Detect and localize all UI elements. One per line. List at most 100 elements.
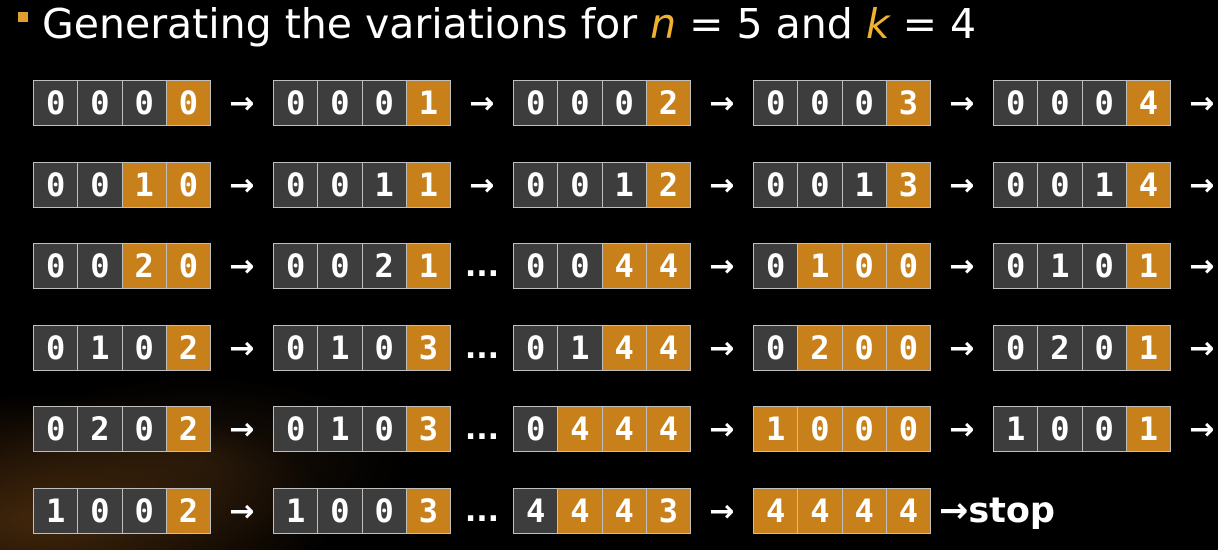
digit-cell: 0 <box>274 407 319 451</box>
digit-cell: 1 <box>842 163 887 207</box>
arrow-connector: → <box>1189 248 1215 284</box>
digit-cell: 1 <box>122 163 167 207</box>
arrow-connector: → <box>229 411 255 447</box>
digit-cell: 1 <box>318 407 363 451</box>
digit-cell: 0 <box>122 326 167 370</box>
digit-cell: 2 <box>1038 326 1083 370</box>
digit-cell: 1 <box>406 244 450 288</box>
digit-cell: 1 <box>798 244 843 288</box>
digit-cell: 0 <box>34 407 79 451</box>
digit-cell: 3 <box>406 489 450 533</box>
digit-cell: 0 <box>1082 326 1127 370</box>
digit-cell: 0 <box>754 81 799 125</box>
digit-cell: 0 <box>34 81 79 125</box>
digit-cell: 4 <box>886 489 930 533</box>
digit-cell: 4 <box>646 244 690 288</box>
digit-cell: 1 <box>1126 407 1170 451</box>
digit-cell: 0 <box>842 326 887 370</box>
digit-cell: 1 <box>274 489 319 533</box>
title-n-variable: n <box>650 0 677 48</box>
digit-cell: 0 <box>122 81 167 125</box>
digit-cell: 1 <box>1038 244 1083 288</box>
digit-cell: 0 <box>1082 407 1127 451</box>
arrow-connector: → <box>949 330 975 366</box>
arrow-connector: → <box>709 248 735 284</box>
digit-cell: 0 <box>842 407 887 451</box>
digit-cell: 4 <box>602 244 647 288</box>
digit-cell: 0 <box>514 407 559 451</box>
digit-cell: 0 <box>514 81 559 125</box>
digit-cell: 2 <box>646 163 690 207</box>
arrow-connector: → <box>949 248 975 284</box>
digit-cell: 0 <box>34 326 79 370</box>
arrow-connector: → <box>709 493 735 529</box>
digit-cell: 0 <box>1038 407 1083 451</box>
digit-cell: 0 <box>514 163 559 207</box>
digit-cell: 4 <box>558 489 603 533</box>
digit-cell: 1 <box>406 81 450 125</box>
digit-cell: 2 <box>646 81 690 125</box>
title-text: Generating the variations for n = 5 and … <box>42 0 976 48</box>
digit-cell: 4 <box>1126 163 1170 207</box>
digit-cell: 0 <box>78 244 123 288</box>
digit-cell: 0 <box>558 163 603 207</box>
digit-cell: 3 <box>406 407 450 451</box>
title-prefix: Generating the variations for <box>42 0 651 48</box>
arrow-connector: → <box>229 85 255 121</box>
digit-cell: 0 <box>754 244 799 288</box>
digit-cell: 1 <box>602 163 647 207</box>
digit-cell: 0 <box>994 244 1039 288</box>
digit-cell: 0 <box>1082 244 1127 288</box>
digit-cell: 2 <box>78 407 123 451</box>
digit-cell: 0 <box>122 489 167 533</box>
digit-cell: 0 <box>886 326 930 370</box>
arrow-connector: → <box>709 411 735 447</box>
digit-cell: 1 <box>558 326 603 370</box>
digit-cell: 4 <box>602 407 647 451</box>
digit-cell: 0 <box>318 81 363 125</box>
digit-cell: 0 <box>514 326 559 370</box>
digit-cell: 0 <box>798 407 843 451</box>
digit-cell: 1 <box>362 163 407 207</box>
digit-cell: 4 <box>646 326 690 370</box>
ellipsis-connector: ... <box>464 411 500 447</box>
arrow-connector: → <box>709 85 735 121</box>
digit-cell: 2 <box>166 326 210 370</box>
digit-cell: 4 <box>602 326 647 370</box>
digit-cell: 0 <box>166 244 210 288</box>
digit-cell: 1 <box>1126 326 1170 370</box>
slide-title: Generating the variations for n = 5 and … <box>18 0 976 48</box>
digit-cell: 0 <box>362 326 407 370</box>
stop-label: →stop <box>939 491 1055 531</box>
digit-cell: 0 <box>886 407 930 451</box>
title-mid: = 5 and <box>676 0 866 48</box>
digit-cell: 4 <box>646 407 690 451</box>
digit-cell: 0 <box>78 81 123 125</box>
digit-cell: 1 <box>994 407 1039 451</box>
digit-cell: 0 <box>994 81 1039 125</box>
digit-cell: 0 <box>34 244 79 288</box>
digit-cell: 0 <box>274 244 319 288</box>
digit-cell: 1 <box>78 326 123 370</box>
digit-cell: 0 <box>362 81 407 125</box>
digit-cell: 4 <box>754 489 799 533</box>
